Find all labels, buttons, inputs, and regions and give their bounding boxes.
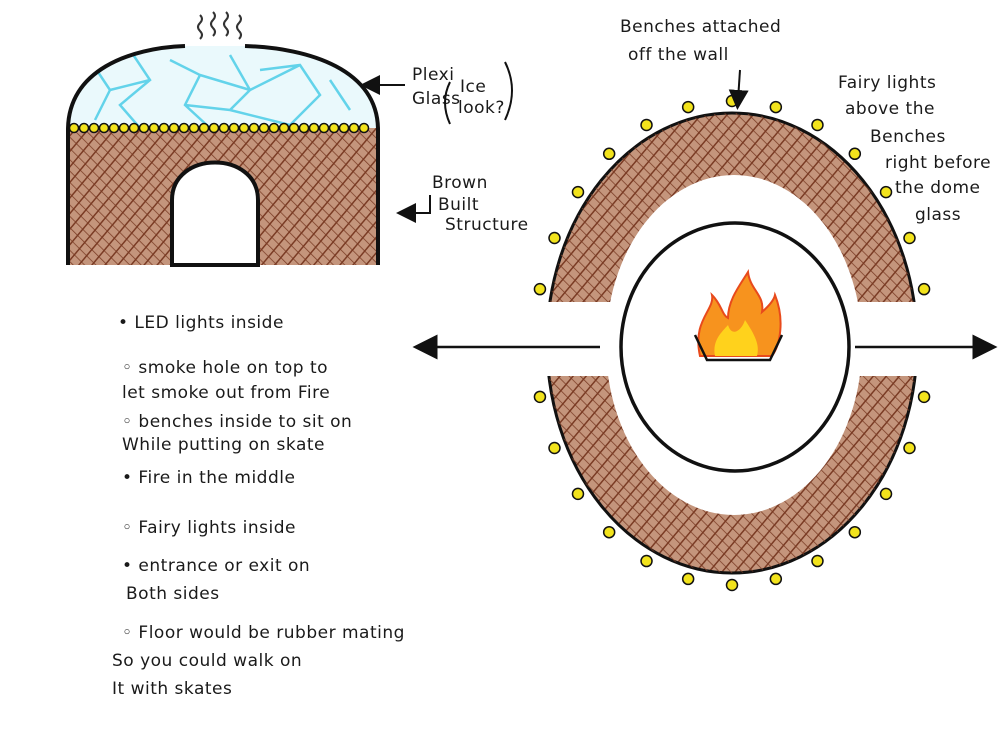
fairy-light (602, 147, 616, 161)
note: ◦ Floor would be rubber mating (122, 623, 405, 643)
fairy-light (278, 122, 290, 134)
fairy-light (108, 122, 120, 134)
fairy-label: above the (845, 99, 935, 119)
plexi-label: Glass (412, 89, 461, 109)
fairy-light (769, 572, 783, 586)
igloo-plan: Benches attached off the wall Fairy ligh… (412, 17, 998, 592)
fairy-light (88, 122, 100, 134)
fairy-light (148, 122, 160, 134)
note: So you could walk on (112, 651, 302, 671)
fairy-light (811, 118, 824, 132)
fairy-light (318, 122, 330, 134)
fairy-light (571, 487, 585, 501)
note: ◦ Fairy lights inside (122, 518, 296, 538)
fairy-light (228, 122, 240, 134)
fairy-light (725, 578, 739, 592)
fairy-light (208, 122, 220, 134)
fairy-light (218, 122, 230, 134)
fairy-lights-ring (533, 94, 931, 592)
notes-list: • LED lights inside ◦ smoke hole on top … (112, 313, 405, 699)
fairy-light (118, 122, 130, 134)
fairy-light (903, 231, 916, 245)
fairy-light (602, 525, 616, 539)
fairy-light (811, 554, 824, 568)
door-arch (170, 160, 260, 267)
brown-label: Structure (445, 215, 529, 235)
fairy-light (548, 231, 561, 245)
fairy-light (198, 122, 210, 134)
note: • entrance or exit on (122, 556, 310, 576)
fairy-light (879, 185, 893, 199)
brown-label: Brown (432, 173, 488, 193)
fairy-light (78, 122, 90, 134)
fairy-light (288, 122, 300, 134)
note: • LED lights inside (118, 313, 284, 333)
fairy-light (68, 122, 80, 134)
fairy-light (158, 122, 170, 134)
fairy-light (168, 122, 180, 134)
fairy-light (548, 441, 561, 455)
fairy-label: Fairy lights (838, 73, 936, 93)
fairy-light (358, 122, 370, 134)
fairy-light (248, 122, 260, 134)
brown-label: Built (438, 195, 479, 215)
note: let smoke out from Fire (122, 383, 330, 403)
ice-parentheses (444, 61, 513, 125)
fairy-light (178, 122, 190, 134)
note: Both sides (126, 584, 220, 604)
fairy-light (640, 118, 653, 132)
fairy-light (128, 122, 140, 134)
fairy-light (338, 122, 350, 134)
benches-label: Benches attached (620, 17, 781, 37)
benches-arrow (728, 69, 749, 110)
fairy-light (681, 100, 695, 114)
fairy-light (640, 554, 653, 568)
note: It with skates (112, 679, 232, 699)
fairy-light (879, 487, 893, 501)
fairy-light (348, 122, 360, 134)
brown-arrow (396, 195, 431, 223)
ice-label: Ice (460, 77, 486, 97)
fairy-light (917, 390, 931, 404)
dome-outline (66, 44, 380, 265)
fairy-light (769, 100, 783, 114)
fairy-label: glass (915, 205, 961, 225)
fairy-light (298, 122, 310, 134)
fairy-light (268, 122, 280, 134)
fairy-light (533, 390, 547, 404)
ice-label: look? (458, 98, 505, 118)
note: ◦ benches inside to sit on (122, 412, 352, 432)
plexi-label: Plexi (412, 65, 454, 85)
note: • Fire in the middle (122, 468, 295, 488)
fairy-light (725, 94, 739, 108)
fairy-light (571, 185, 585, 199)
note: ◦ smoke hole on top to (122, 358, 328, 378)
fairy-label: right before (885, 153, 991, 173)
ice-cracks (88, 49, 352, 129)
fairy-label: Benches (870, 127, 946, 147)
benches-label: off the wall (628, 45, 729, 65)
fairy-light (681, 572, 695, 586)
fairy-light (188, 122, 200, 134)
fairy-light (138, 122, 150, 134)
igloo-elevation: Plexi Glass Ice look? Brown Built Struct… (66, 11, 529, 267)
fairy-lights-row (68, 122, 370, 134)
fairy-light (238, 122, 250, 134)
fairy-light (848, 525, 862, 539)
fairy-light (328, 122, 340, 134)
fairy-light (903, 441, 916, 455)
fairy-light (98, 122, 110, 134)
smoke-icon (197, 11, 242, 40)
fire-icon (693, 269, 784, 362)
fairy-light (308, 122, 320, 134)
fairy-light (258, 122, 270, 134)
fairy-light (848, 147, 862, 161)
fairy-light (917, 282, 931, 296)
note: While putting on skate (122, 435, 325, 455)
fairy-light (533, 282, 547, 296)
fairy-label: the dome (895, 178, 981, 198)
